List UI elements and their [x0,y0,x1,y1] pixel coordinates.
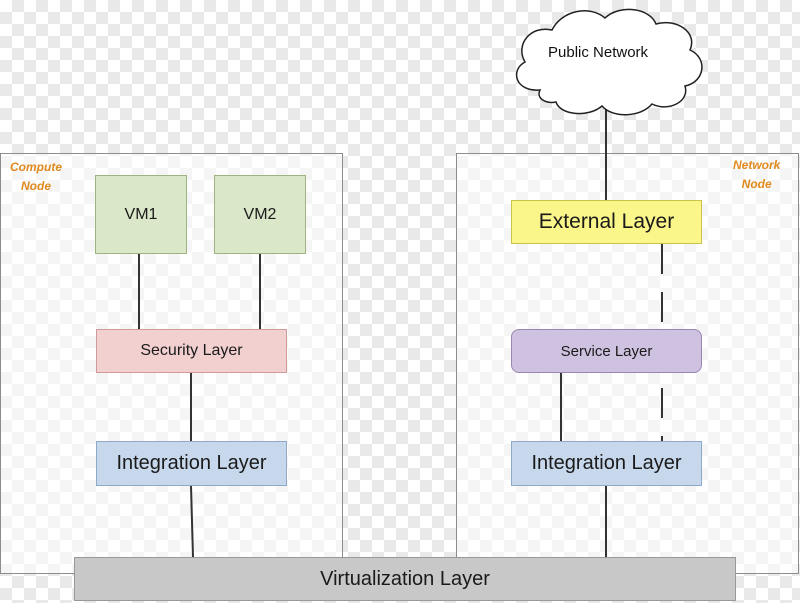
compute-node-label: Compute Node [10,158,62,196]
compute-node-label-line2: Node [21,179,51,193]
security-layer-box[interactable]: Security Layer [96,329,287,373]
service-layer-box[interactable]: Service Layer [511,329,702,373]
public-network-label: Public Network [548,44,649,61]
vm2-box[interactable]: VM2 [214,175,306,254]
cloud-shape [515,8,703,116]
external-layer-box[interactable]: External Layer [511,200,702,244]
integration-layer-compute-label: Integration Layer [116,452,267,474]
vm1-label: VM1 [124,205,158,223]
security-layer-label: Security Layer [140,342,243,359]
vm2-label: VM2 [243,205,277,223]
integration-layer-network-box[interactable]: Integration Layer [511,441,702,486]
virtualization-layer-box[interactable]: Virtualization Layer [74,557,736,601]
network-node-label-line2: Node [741,177,772,191]
virtualization-layer-label: Virtualization Layer [320,567,490,590]
network-node-label-line1: Network [733,158,781,172]
integration-layer-compute-box[interactable]: Integration Layer [96,441,287,486]
line-integration-virt-compute [190,485,194,558]
vm1-box[interactable]: VM1 [95,175,187,254]
compute-node-label-line1: Compute [10,160,62,174]
integration-layer-network-label: Integration Layer [531,452,682,474]
service-layer-label: Service Layer [560,342,653,360]
external-layer-label: External Layer [538,210,675,233]
network-node-label: Network Node [733,156,780,194]
